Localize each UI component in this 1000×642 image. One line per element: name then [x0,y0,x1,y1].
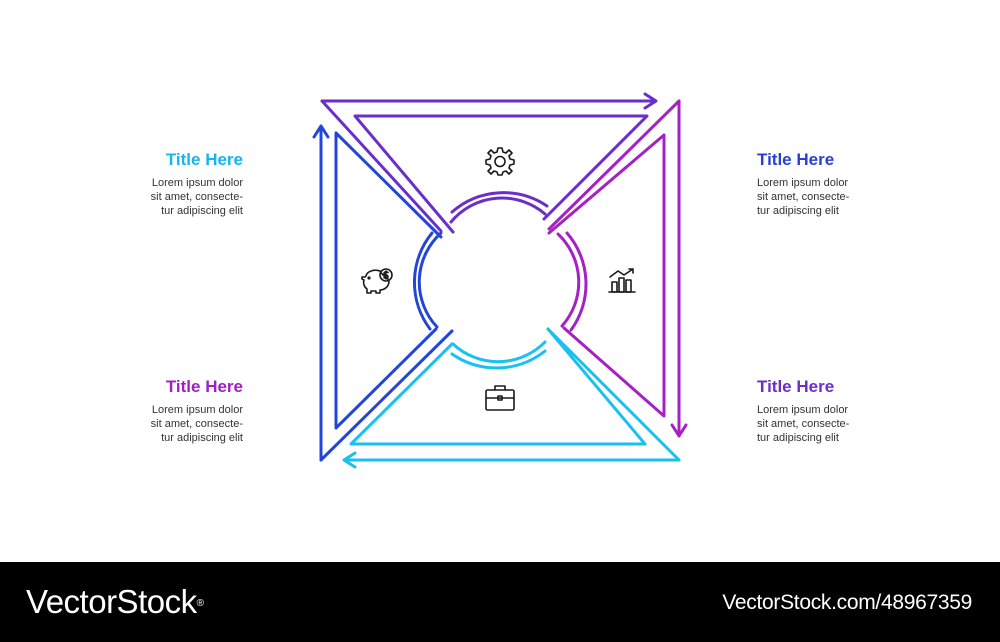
text-block-top-left: Title Here Lorem ipsum dolor sit amet, c… [123,150,243,218]
connector-right [547,99,681,231]
connector-left [319,329,454,462]
segment-bottom-outline [349,327,647,446]
hub-arc-left [412,231,434,331]
text-block-bottom-left: Title Here Lorem ipsum dolor sit amet, c… [123,377,243,445]
infographic-canvas: Title Here Lorem ipsum dolor sit amet, c… [123,92,877,469]
item-description-top-left: Lorem ipsum dolor sit amet, consecte- tu… [150,177,243,217]
arrow-right [670,99,688,438]
segment-left [312,124,454,462]
item-description-bottom-left: Lorem ipsum dolor sit amet, consecte- tu… [150,404,243,444]
connector-top [320,99,443,233]
hub-arc-top [450,191,549,214]
text-block-top-right: Title Here Lorem ipsum dolor sit amet, c… [757,150,877,218]
registered-mark: ® [196,598,204,609]
item-title-top-right: Title Here [757,150,835,169]
hub-arc-right [565,231,588,332]
segment-right [547,99,688,438]
four-step-cycle-diagram [312,92,688,469]
piggy-bank-icon [361,268,393,294]
segment-top-outline [353,114,649,234]
watermark-footer: VectorStock® VectorStock.com/48967359 [0,562,1000,642]
arc-right-inner [556,232,581,328]
text-block-bottom-right: Title Here Lorem ipsum dolor sit amet, c… [757,377,877,445]
arrow-top [320,92,658,110]
footer-brand-name: VectorStock [26,583,197,620]
arc-bottom-inner [451,340,547,364]
gear-icon [485,147,515,176]
connector-bottom [546,327,681,462]
arc-top-inner [449,196,547,224]
briefcase-icon [485,385,515,411]
arrow-bottom [342,451,681,469]
segment-top [320,92,658,234]
hub-arc-bottom [450,349,547,370]
item-title-top-left: Title Here [165,150,243,169]
footer-brand-logo: VectorStock® [26,582,204,622]
arrow-left [312,124,330,462]
arc-left-inner [417,231,443,329]
segment-right-outline [547,133,666,418]
item-title-bottom-right: Title Here [757,377,835,396]
item-description-top-right: Lorem ipsum dolor sit amet, consecte- tu… [757,177,850,217]
segment-bottom [342,327,681,469]
segment-left-outline [334,131,443,430]
footer-site-id: VectorStock.com/48967359 [722,591,972,614]
bar-chart-growth-icon [608,268,636,293]
item-description-bottom-right: Lorem ipsum dolor sit amet, consecte- tu… [757,404,850,444]
item-title-bottom-left: Title Here [165,377,243,396]
